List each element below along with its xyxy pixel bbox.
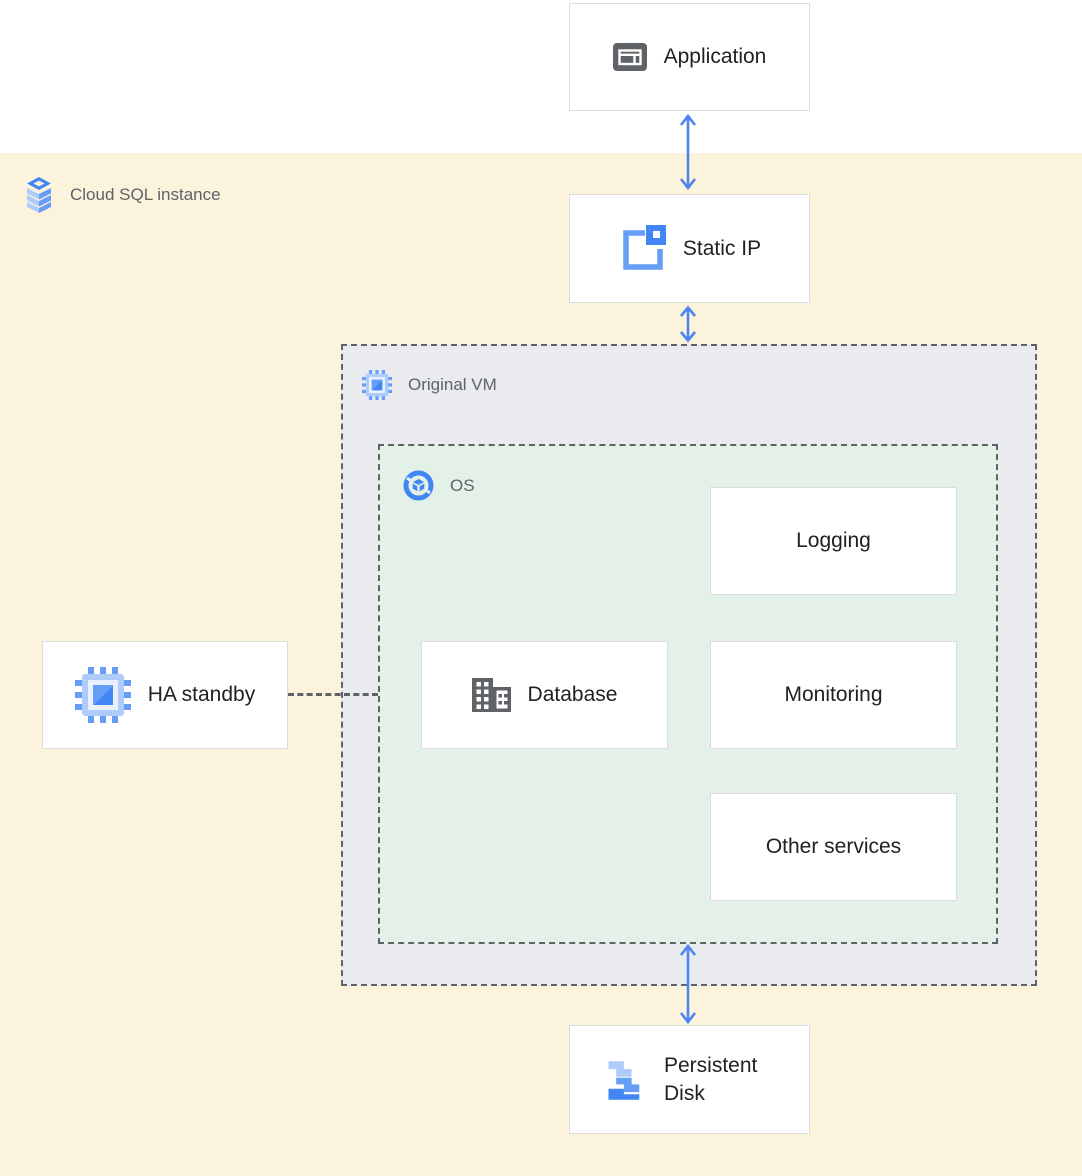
bidirectional-arrow-app-staticip [679,113,697,191]
os-label-text: OS [450,475,475,495]
node-monitoring: Monitoring [710,641,957,749]
application-icon [612,43,647,71]
node-monitoring-label: Monitoring [784,683,883,706]
dashed-link-ha-standby [288,693,378,696]
cloud-sql-instance-label-text: Cloud SQL instance [70,184,221,204]
cloud-sql-instance-label: Cloud SQL instance [24,176,221,213]
node-logging-label: Logging [796,529,871,552]
compute-engine-icon [362,370,392,400]
os-icon [403,470,434,501]
node-other-services-label: Other services [765,835,902,858]
node-persistent-disk: Persistent Disk [569,1025,810,1134]
bidirectional-arrow-os-disk [679,943,697,1025]
node-application: Application [569,3,810,111]
bidirectional-arrow-staticip-vm [679,305,697,343]
node-static-ip-label: Static IP [682,236,762,260]
node-other-services: Other services [710,793,957,901]
persistent-disk-icon [608,1060,640,1100]
node-database: Database [421,641,668,749]
node-persistent-disk-label: Persistent Disk [664,1054,758,1105]
original-vm-label: Original VM [362,370,497,400]
node-ha-standby: HA standby [42,641,288,749]
node-logging: Logging [710,487,957,595]
os-label: OS [403,470,475,501]
node-ha-standby-label: HA standby [147,683,256,706]
original-vm-label-text: Original VM [408,375,497,394]
node-application-label: Application [663,45,767,68]
node-static-ip: Static IP [569,194,810,303]
compute-engine-icon [74,667,131,723]
node-database-label: Database [527,683,618,706]
cloud-sql-icon [27,177,51,213]
database-icon [471,678,511,712]
static-ip-icon [623,224,666,270]
